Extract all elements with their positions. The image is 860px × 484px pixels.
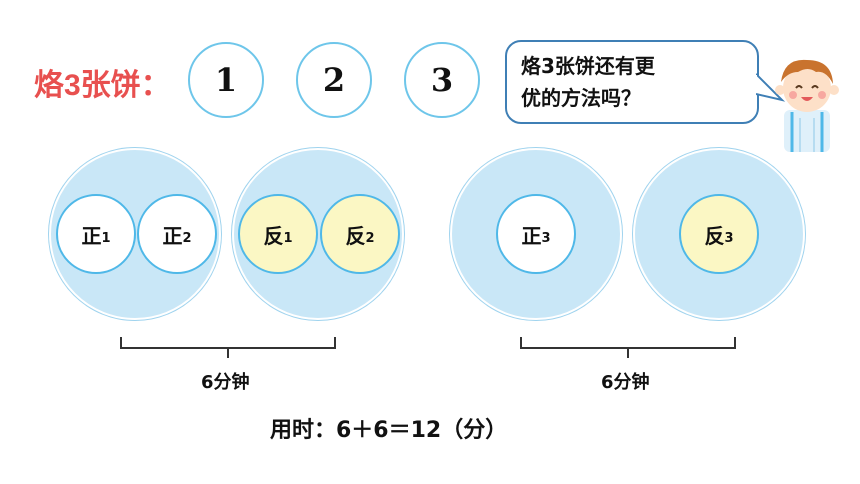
speech-bubble-line-2: 优的方法吗？ xyxy=(521,86,641,110)
speech-bubble-line-1: 烙3张饼还有更 xyxy=(521,54,655,78)
time-bracket-label-2: 6分钟 xyxy=(601,372,650,393)
cake-label: 反 xyxy=(345,223,366,248)
cake-subscript: 3 xyxy=(541,230,551,246)
cake-label: 正 xyxy=(521,223,542,248)
total-time-summary: 用时：6＋6＝12（分） xyxy=(270,418,508,443)
page-title: 烙3张饼： xyxy=(34,69,171,102)
cake-subscript: 2 xyxy=(365,230,375,246)
time-bracket-1 xyxy=(120,337,336,358)
cake-subscript: 1 xyxy=(101,230,111,246)
time-bracket-label-1: 6分钟 xyxy=(201,372,250,393)
cake-subscript: 2 xyxy=(182,230,192,246)
pancake-number-3: 3 xyxy=(404,42,480,118)
time-bracket-2 xyxy=(520,337,736,358)
pancake-number-2: 2 xyxy=(296,42,372,118)
cake-label: 正 xyxy=(162,223,183,248)
cake-subscript: 1 xyxy=(283,230,293,246)
pancake-number-1: 1 xyxy=(188,42,264,118)
cake-subscript: 3 xyxy=(724,230,734,246)
cake-label: 反 xyxy=(704,223,725,248)
speech-bubble-tail xyxy=(756,73,786,102)
cake-label: 反 xyxy=(263,223,284,248)
speech-bubble: 烙3张饼还有更 优的方法吗？ xyxy=(505,40,759,124)
boy-avatar-icon xyxy=(775,59,839,152)
cake-label: 正 xyxy=(81,223,102,248)
